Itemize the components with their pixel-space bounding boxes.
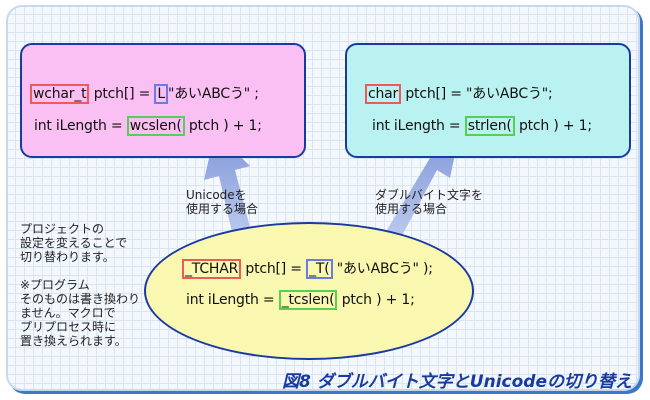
dbcs-declaration-line: char ptch[] = "あいABCう"; — [365, 83, 553, 104]
tchar-code-ellipse: _TCHAR ptch[] = _T( "あいABCう" ); int iLen… — [144, 222, 474, 360]
tchar-type-highlight: _TCHAR — [182, 259, 242, 279]
dbcs-length-line: int iLength = strlen( ptch ) + 1; — [372, 116, 592, 136]
unicode-declaration-line: wchar_t ptch[] = L"あいABCう" ; — [30, 83, 259, 104]
l-prefix-highlight: L — [154, 84, 169, 104]
wchar-type-highlight: wchar_t — [30, 84, 90, 104]
dbcs-code-box: char ptch[] = "あいABCう"; int iLength = st… — [345, 43, 631, 158]
strlen-highlight: strlen( — [464, 116, 515, 136]
unicode-code-box: wchar_t ptch[] = L"あいABCう" ; int iLength… — [20, 43, 306, 158]
wcslen-highlight: wcslen( — [126, 116, 185, 136]
figure-caption: 図8 ダブルバイト文字とUnicodeの切り替え — [282, 372, 632, 392]
t-macro-highlight: _T( — [306, 259, 333, 279]
char-type-highlight: char — [365, 84, 402, 104]
project-setting-note: プロジェクトの 設定を変えることで 切り替わります。 ※プログラム そのものは書… — [20, 222, 141, 348]
unicode-length-line: int iLength = wcslen( ptch ) + 1; — [34, 116, 262, 136]
tchar-declaration-line: _TCHAR ptch[] = _T( "あいABCう" ); — [182, 258, 433, 279]
tcslen-highlight: _tcslen( — [278, 290, 338, 310]
tchar-length-line: int iLength = _tcslen( ptch ) + 1; — [186, 290, 415, 310]
arrow-to-dbcs — [372, 130, 460, 262]
arrow-to-unicode — [204, 132, 256, 258]
unicode-case-label: Unicodeを 使用する場合 — [186, 188, 259, 216]
dbcs-case-label: ダブルバイト文字を 使用する場合 — [375, 188, 484, 216]
